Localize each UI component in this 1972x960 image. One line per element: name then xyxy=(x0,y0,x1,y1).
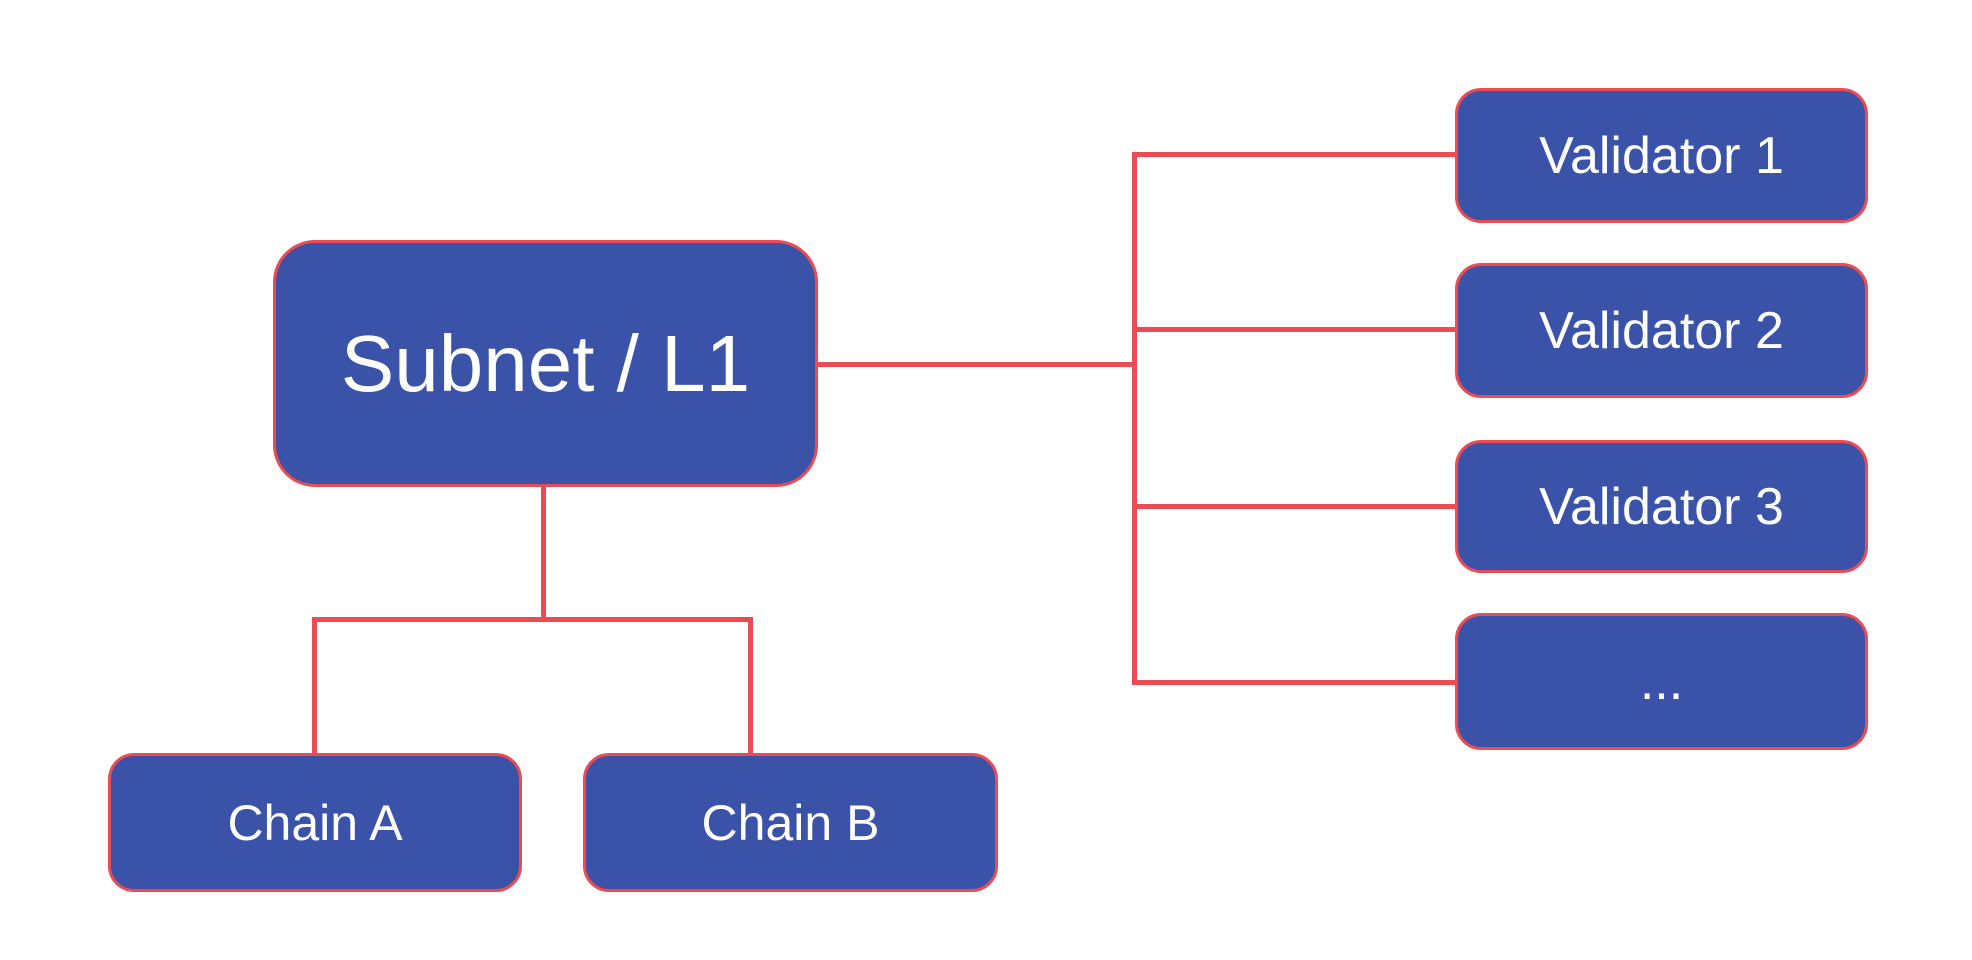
validator-1-label: Validator 1 xyxy=(1539,126,1784,185)
validator-more-node: ... xyxy=(1455,613,1868,750)
chain-b-node: Chain B xyxy=(583,753,998,892)
edge-branch-chain-b xyxy=(748,617,753,753)
chain-b-label: Chain B xyxy=(701,794,880,851)
edge-chains-horizontal xyxy=(312,617,753,622)
edge-branch-chain-a xyxy=(312,617,317,753)
validator-2-node: Validator 2 xyxy=(1455,263,1868,398)
edge-subnet-to-chains xyxy=(541,487,546,622)
edge-branch-validator-3 xyxy=(1132,504,1455,509)
edge-subnet-to-validator-trunk xyxy=(818,362,1137,367)
subnet-l1-label: Subnet / L1 xyxy=(340,318,751,408)
chain-a-label: Chain A xyxy=(227,794,403,851)
chain-a-node: Chain A xyxy=(108,753,522,892)
subnet-l1-node: Subnet / L1 xyxy=(273,240,818,487)
edge-branch-validator-more xyxy=(1132,680,1455,685)
edge-branch-validator-1 xyxy=(1132,152,1455,157)
validator-2-label: Validator 2 xyxy=(1539,301,1784,360)
validator-more-label: ... xyxy=(1639,652,1684,711)
validator-3-label: Validator 3 xyxy=(1539,477,1784,536)
edge-branch-validator-2 xyxy=(1132,327,1455,332)
edge-validator-trunk xyxy=(1132,152,1137,685)
validator-1-node: Validator 1 xyxy=(1455,88,1868,223)
validator-3-node: Validator 3 xyxy=(1455,440,1868,573)
